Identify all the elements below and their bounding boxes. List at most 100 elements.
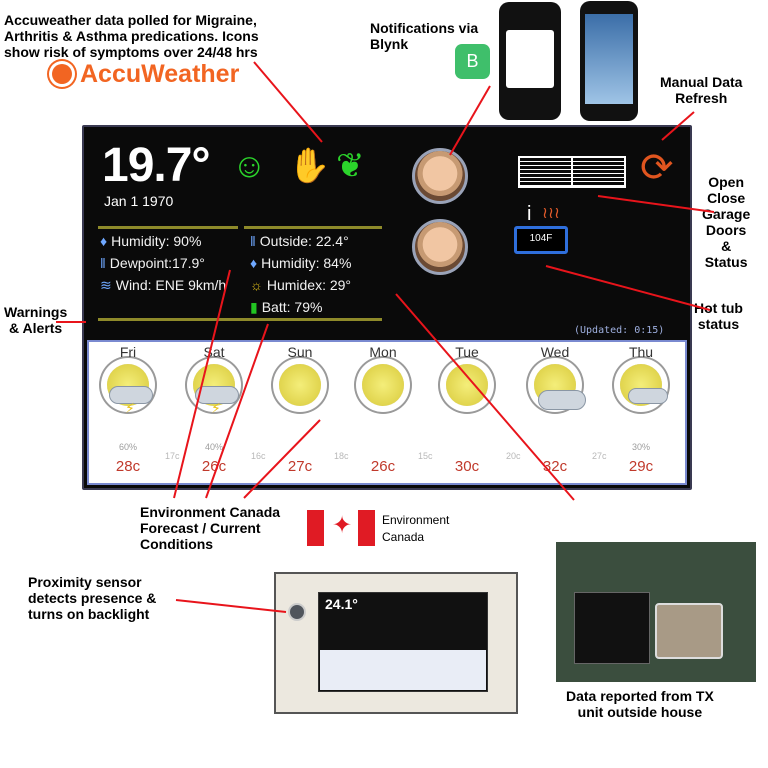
solar-panel xyxy=(574,592,650,664)
forecast-low: 27c xyxy=(592,451,607,461)
sun-humidex-icon: ☼ xyxy=(250,277,263,293)
sun-icon xyxy=(362,364,404,406)
warning-bar-bottom xyxy=(98,318,382,321)
garage-door-separator xyxy=(571,156,573,188)
indoor-wind: ≋Wind: ENE 9km/h xyxy=(100,277,227,293)
forecast-day-name: Thu xyxy=(628,344,654,360)
droplet-icon: ♦ xyxy=(250,255,258,271)
forecast-pop: 40% xyxy=(204,442,223,452)
notifications-callout-line xyxy=(449,85,491,156)
forecast-day-mon: Mon 18c 26c xyxy=(334,344,426,475)
forecast-day-sat: Sat ⚡ 40% 17c 26c xyxy=(165,344,257,475)
tx-enclosure xyxy=(655,603,723,659)
garage-callout-line xyxy=(597,195,715,213)
forecast-day-tue: Tue 15c 30c xyxy=(418,344,510,475)
forecast-day-thu: Thu 30% 27c 29c xyxy=(592,344,684,475)
env-canada-callout-2 xyxy=(205,323,269,499)
notifications-note: Notifications via Blynk xyxy=(370,20,479,52)
forecast-low: 15c xyxy=(418,451,433,461)
migraine-icon: ☺ xyxy=(232,147,267,185)
proximity-note: Proximity sensor detects presence & turn… xyxy=(28,574,157,622)
forecast-high: 26c xyxy=(201,458,227,475)
battery-icon: ▮ xyxy=(250,299,258,315)
accuweather-logo: AccuWeather xyxy=(80,60,240,88)
thermometer-icon: ǁ xyxy=(100,255,106,271)
arthritis-icon: ✋ xyxy=(288,147,331,185)
warning-bar-left-top xyxy=(98,226,238,229)
asthma-lungs-icon: ❦ xyxy=(336,147,365,185)
hot-tub-note: Hot tub status xyxy=(694,300,743,332)
thermometer-icon: ǁ xyxy=(250,233,256,249)
cloud-icon xyxy=(538,390,586,410)
tx-battery: ▮Batt: 79% xyxy=(250,299,323,315)
forecast-high: 28c xyxy=(115,458,141,475)
indoor-humidity: ♦Humidity: 90% xyxy=(100,233,202,249)
maple-leaf-icon: ✦ xyxy=(332,512,353,539)
proximity-callout-line xyxy=(175,599,287,613)
refresh-callout-line xyxy=(661,111,695,141)
date-label: Jan 1 1970 xyxy=(104,193,174,209)
smartphone-screen xyxy=(585,14,633,104)
hot-tub-callout-line xyxy=(545,265,711,311)
accuweather-callout-line xyxy=(253,61,323,143)
forecast-low: 18c xyxy=(334,451,349,461)
mini-forecast-strip xyxy=(320,650,486,690)
sun-icon xyxy=(279,364,321,406)
cloud-icon xyxy=(109,386,153,404)
environment-canada-logo: Environment Canada xyxy=(382,513,450,544)
blynk-app-icon: B xyxy=(455,44,490,79)
forecast-high: 27c xyxy=(287,458,313,475)
updated-label: (Updated: 0:15) xyxy=(574,325,665,336)
forecast-pop: 30% xyxy=(631,442,650,452)
presence-avatar-2[interactable] xyxy=(412,219,468,275)
manual-refresh-note: Manual Data Refresh xyxy=(660,74,743,106)
presence-callout-line xyxy=(395,293,575,501)
forecast-day-wed: Wed 20c 32c xyxy=(506,344,598,475)
forecast-day-name: Wed xyxy=(540,344,570,360)
warnings-note: Warnings & Alerts xyxy=(4,304,68,336)
mini-temperature: 24.1° xyxy=(325,596,358,612)
forecast-day-name: Sun xyxy=(287,344,313,360)
forecast-day-sun: Sun 16c 27c xyxy=(251,344,343,475)
env-canada-callout-1 xyxy=(173,269,231,499)
environment-canada-note: Environment Canada Forecast / Current Co… xyxy=(140,504,281,552)
hot-tub-button[interactable]: 104F xyxy=(514,226,568,254)
proximity-sensor xyxy=(288,603,306,621)
canada-flag-icon xyxy=(307,510,375,546)
lightning-icon: ⚡ xyxy=(211,400,221,416)
hot-tub-person-icon: i xyxy=(527,203,532,225)
forecast-high: 30c xyxy=(454,458,480,475)
outside-humidex: ☼Humidex: 29° xyxy=(250,277,352,293)
warning-bar-right-top xyxy=(244,226,382,229)
forecast-pop: 60% xyxy=(118,442,137,452)
accuweather-note: Accuweather data polled for Migraine, Ar… xyxy=(4,12,259,60)
forecast-low: 17c xyxy=(165,451,180,461)
tx-unit-note: Data reported from TX unit outside house xyxy=(566,688,714,720)
env-canada-callout-3 xyxy=(243,419,321,499)
accuweather-sun-icon xyxy=(52,64,72,84)
forecast-low: 16c xyxy=(251,451,266,461)
garage-note: Open Close Garage Doors & Status xyxy=(702,174,751,270)
droplet-icon: ♦ xyxy=(100,233,108,249)
forecast-high: 29c xyxy=(628,458,654,475)
forecast-day-fri: Fri ⚡ 60% 28c xyxy=(85,344,171,475)
wind-icon: ≋ xyxy=(100,277,112,293)
indoor-temperature: 19.7° xyxy=(102,139,211,192)
forecast-day-name: Fri xyxy=(119,344,137,360)
outside-humidity: ♦Humidity: 84% xyxy=(250,255,352,271)
cloud-icon xyxy=(628,388,668,404)
presence-avatar-1[interactable] xyxy=(412,148,468,204)
refresh-icon[interactable]: ⟳ xyxy=(640,146,674,190)
forecast-high: 26c xyxy=(370,458,396,475)
forecast-day-name: Mon xyxy=(369,344,397,360)
smartwatch-screen xyxy=(506,30,554,88)
forecast-low: 20c xyxy=(506,451,521,461)
lightning-icon: ⚡ xyxy=(125,400,135,416)
cloud-icon xyxy=(195,386,239,404)
forecast-day-name: Tue xyxy=(455,344,479,360)
steam-icon: ≀≀≀ xyxy=(542,205,560,222)
sun-icon xyxy=(446,364,488,406)
